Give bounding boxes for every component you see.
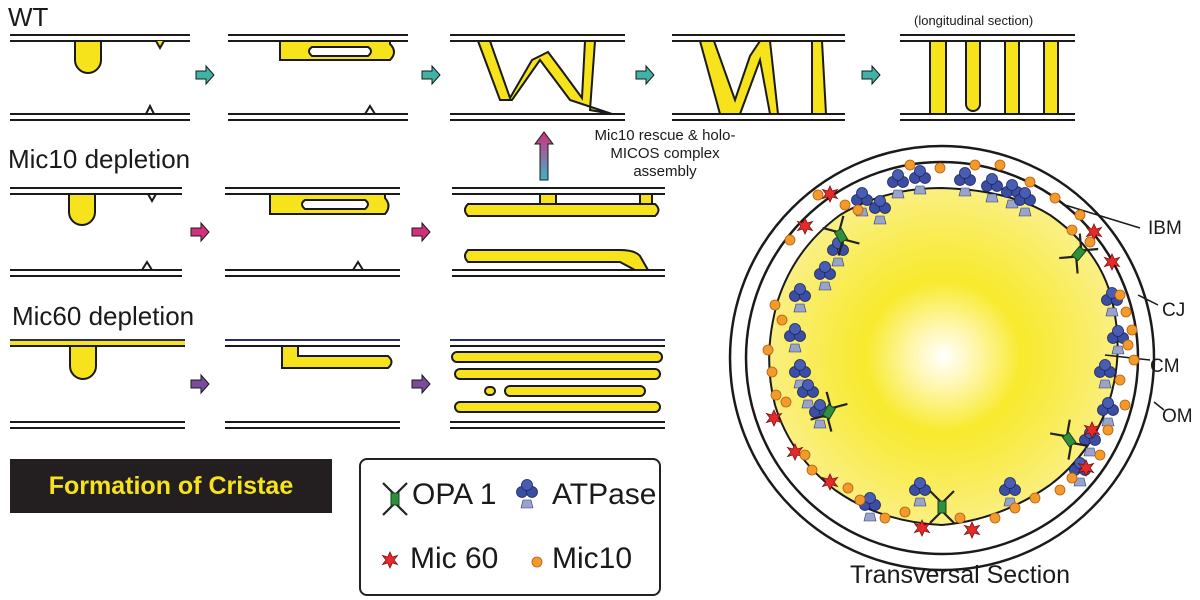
cm-label: CM	[1150, 356, 1180, 377]
arrow-teal-3	[635, 64, 655, 86]
arrow-purple-2	[411, 373, 431, 395]
mic60-title: Mic60 depletion	[12, 301, 195, 331]
legend-mic10-label: Mic10	[552, 542, 633, 575]
wt-title: WT	[8, 2, 49, 32]
rescue-caption: Mic10 rescue & holo- MICOS complex assem…	[590, 127, 740, 181]
legend-opa1-label: OPA 1	[412, 478, 497, 511]
transversal-caption: Transversal Section	[850, 561, 1070, 589]
rescue-line-3: assembly	[633, 163, 697, 180]
arrow-teal-1	[195, 64, 215, 86]
rescue-line-1: Mic10 rescue & holo-	[594, 127, 736, 144]
arrow-magenta-2	[411, 221, 431, 243]
arrow-up-rescue	[534, 131, 554, 181]
rescue-line-2: MICOS complex	[610, 145, 720, 162]
mic10-title: Mic10 depletion	[8, 144, 191, 174]
om-label: OM	[1162, 406, 1193, 427]
legend-atpase-label: ATPase	[552, 478, 657, 511]
ibm-label: IBM	[1148, 218, 1182, 239]
transversal-section	[728, 144, 1165, 572]
formation-banner: Formation of Cristae	[10, 459, 332, 513]
legend-mic60-label: Mic 60	[410, 542, 499, 575]
transition-arrows	[190, 64, 881, 395]
cj-label: CJ	[1162, 300, 1186, 321]
arrow-purple-1	[190, 373, 210, 395]
arrow-teal-4	[861, 64, 881, 86]
arrow-teal-2	[421, 64, 441, 86]
mic60-row	[10, 339, 665, 429]
legend	[359, 458, 661, 596]
mic10-row	[10, 187, 665, 277]
arrow-magenta-1	[190, 221, 210, 243]
longitudinal-caption: (longitudinal section)	[914, 13, 1034, 28]
wt-row	[10, 34, 1075, 121]
